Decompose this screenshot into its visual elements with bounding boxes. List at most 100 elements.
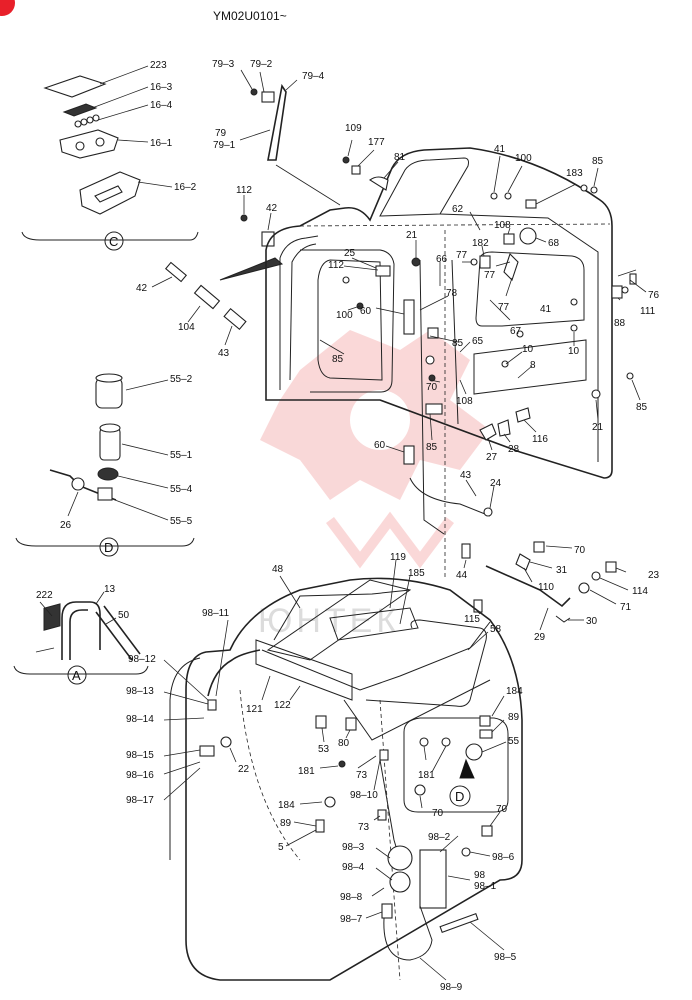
label-60-a: 60 xyxy=(360,306,372,317)
label-98: 98 xyxy=(474,870,486,881)
view-d-circle xyxy=(449,785,471,807)
label-43-a: 43 xyxy=(218,348,230,359)
label-67: 67 xyxy=(510,326,522,337)
label-70-a: 70 xyxy=(426,382,438,393)
upper-cab-small-parts xyxy=(342,156,637,517)
label-98-1: 98–1 xyxy=(474,881,497,892)
label-79: 79 xyxy=(215,128,227,139)
label-122: 122 xyxy=(274,700,291,711)
label-85-e: 85 xyxy=(426,442,438,453)
label-77-c: 77 xyxy=(498,302,510,313)
label-85-b: 85 xyxy=(332,354,344,365)
label-41-b: 41 xyxy=(540,304,552,315)
label-98-5: 98–5 xyxy=(494,952,517,963)
section-c-parts xyxy=(43,75,141,215)
label-98-11: 98–11 xyxy=(202,608,230,619)
label-109: 109 xyxy=(345,123,362,134)
label-79-3: 79–3 xyxy=(212,59,235,70)
upper-cab-leaders xyxy=(319,139,647,509)
section-c-bracket xyxy=(21,231,199,241)
label-42-a: 42 xyxy=(266,203,278,214)
label-80: 80 xyxy=(338,738,350,749)
label-184-a: 184 xyxy=(278,800,295,811)
label-8: 8 xyxy=(530,360,536,371)
label-85-d: 85 xyxy=(636,402,648,413)
label-13: 13 xyxy=(104,584,116,595)
label-100-a: 100 xyxy=(515,153,532,164)
label-79-1: 79–1 xyxy=(213,140,236,151)
label-55-4: 55–4 xyxy=(170,484,193,495)
label-121: 121 xyxy=(246,704,263,715)
label-100-b: 100 xyxy=(336,310,353,321)
label-53: 53 xyxy=(318,744,330,755)
wiper-arm-parts xyxy=(239,69,341,206)
label-98-4: 98–4 xyxy=(342,862,365,873)
label-70-b: 70 xyxy=(574,545,586,556)
label-78: 78 xyxy=(446,288,458,299)
label-110: 110 xyxy=(538,582,554,593)
label-26: 26 xyxy=(60,520,72,531)
label-89-b: 89 xyxy=(508,712,520,723)
label-10-b: 10 xyxy=(522,344,534,355)
section-a-parts xyxy=(35,591,141,661)
label-98-13: 98–13 xyxy=(126,686,154,697)
label-98-10: 98–10 xyxy=(350,790,378,801)
label-184-b: 184 xyxy=(506,686,523,697)
label-27: 27 xyxy=(486,452,498,463)
label-104: 104 xyxy=(178,322,195,333)
label-88: 88 xyxy=(614,318,626,329)
label-16-4: 16–4 xyxy=(150,100,173,111)
label-98-7: 98–7 xyxy=(340,914,363,925)
label-182: 182 xyxy=(472,238,489,249)
label-119: 119 xyxy=(390,552,406,563)
label-115: 115 xyxy=(464,614,480,625)
label-48: 48 xyxy=(272,564,284,575)
section-d-label: D xyxy=(104,540,113,555)
section-c-label: C xyxy=(109,234,118,249)
label-21-a: 21 xyxy=(406,230,418,241)
label-73-a: 73 xyxy=(356,770,368,781)
section-a-circle xyxy=(67,665,87,685)
label-55: 55 xyxy=(508,736,520,747)
label-60-b: 60 xyxy=(374,440,386,451)
label-22: 22 xyxy=(238,764,250,775)
upper-cab-frame xyxy=(265,147,613,580)
corner-marker xyxy=(0,0,15,16)
label-73-b: 73 xyxy=(358,822,370,833)
section-d-parts xyxy=(49,373,169,521)
label-62: 62 xyxy=(452,204,464,215)
label-16-2: 16–2 xyxy=(174,182,197,193)
label-71: 71 xyxy=(620,602,632,613)
label-79-4: 79–4 xyxy=(302,71,325,82)
label-112-a: 112 xyxy=(236,185,252,196)
label-98-14: 98–14 xyxy=(126,714,154,725)
label-114: 114 xyxy=(632,586,648,597)
label-177: 177 xyxy=(368,137,385,148)
label-41-a: 41 xyxy=(494,144,506,155)
label-70-c: 70 xyxy=(432,808,444,819)
middle-right-parts xyxy=(461,541,629,631)
label-85-a: 85 xyxy=(592,156,604,167)
label-58: 58 xyxy=(490,624,502,635)
label-55-1: 55–1 xyxy=(170,450,193,461)
label-70-d: 70 xyxy=(496,804,508,815)
label-79-2: 79–2 xyxy=(250,59,273,70)
label-112-b: 112 xyxy=(328,260,344,271)
label-55-2: 55–2 xyxy=(170,374,193,385)
label-98-17: 98–17 xyxy=(126,795,154,806)
label-31: 31 xyxy=(556,565,568,576)
label-98-16: 98–16 xyxy=(126,770,154,781)
label-108-b: 108 xyxy=(456,396,473,407)
label-77-a: 77 xyxy=(456,250,468,261)
section-c-circle xyxy=(104,231,124,251)
section-a-bracket xyxy=(13,665,149,675)
label-89-a: 89 xyxy=(280,818,292,829)
label-98-2: 98–2 xyxy=(428,832,451,843)
watermark-text: ЮНТЕК xyxy=(258,602,400,640)
label-223: 223 xyxy=(150,60,167,71)
label-24: 24 xyxy=(490,478,502,489)
label-183: 183 xyxy=(566,168,583,179)
label-30: 30 xyxy=(586,616,598,627)
part-code-header: YM02U0101~ xyxy=(213,9,287,23)
label-16-1: 16–1 xyxy=(150,138,173,149)
